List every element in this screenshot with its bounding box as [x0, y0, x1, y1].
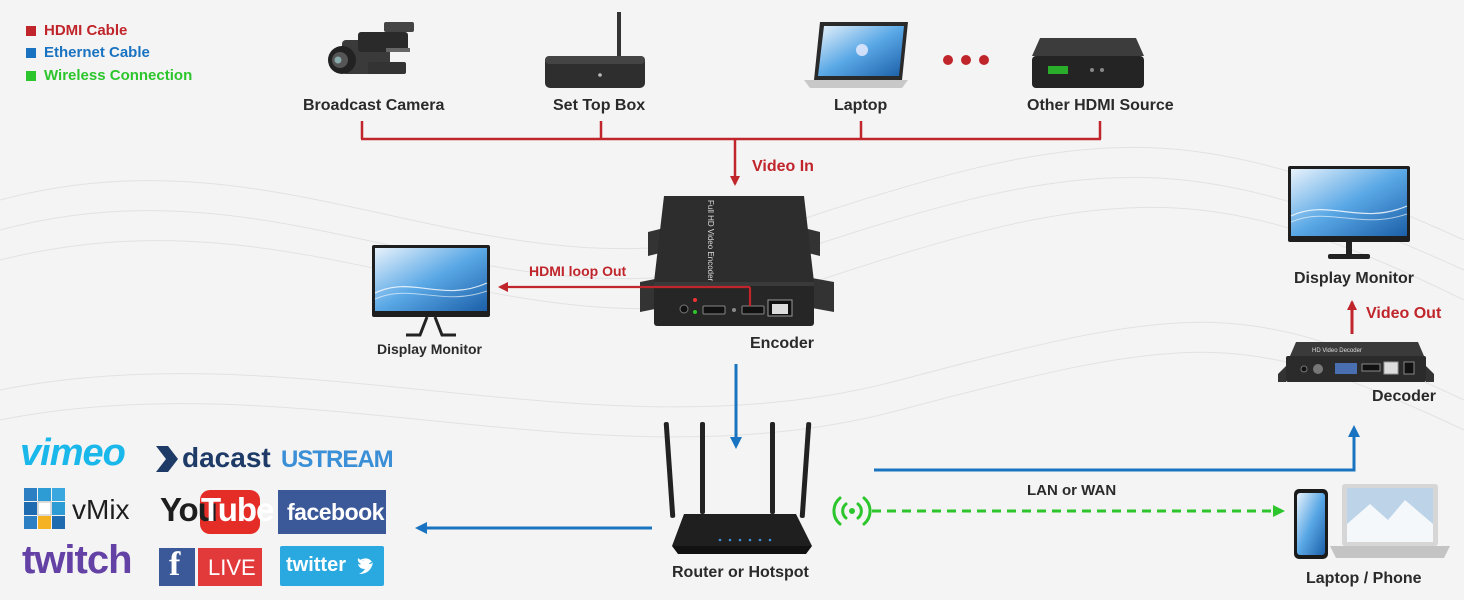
decoder-face-text: HD Video Decoder [1312, 348, 1362, 354]
legend-hdmi-swatch [26, 25, 36, 36]
label-display-monitor-left: Display Monitor [377, 341, 483, 357]
label-hdmi-loop-out: HDMI loop Out [529, 263, 627, 279]
monitor-right-icon [1288, 166, 1410, 259]
facebook-f-icon: f [169, 546, 181, 583]
vimeo-logo: vimeo [20, 432, 126, 474]
facebook-live-logo: LIVE [208, 555, 256, 580]
hdmi-loop-out-connection [498, 282, 752, 306]
label-video-in: Video In [752, 158, 814, 175]
legend-hdmi: HDMI Cable [26, 22, 127, 39]
label-broadcast-camera: Broadcast Camera [303, 97, 445, 114]
youtube-logo-tube: Tube [201, 491, 274, 528]
vmix-logo: vMix [72, 494, 130, 525]
set-top-box-icon [545, 12, 645, 88]
ustream-logo: USTREAM [281, 446, 394, 473]
twitter-badge [280, 546, 384, 586]
vmix-logo-icon [24, 488, 65, 529]
facebook-live-badge-live [198, 548, 262, 586]
phone-icon [1294, 489, 1328, 559]
wireless-signal-icon [832, 496, 872, 526]
label-set-top-box: Set Top Box [553, 97, 646, 114]
label-router: Router or Hotspot [672, 564, 809, 581]
router-icon [663, 422, 812, 554]
label-display-monitor-right: Display Monitor [1294, 270, 1415, 287]
legend-ethernet-swatch [26, 47, 36, 58]
facebook-live-badge-f [159, 548, 195, 586]
monitor-left-icon [372, 245, 490, 337]
hdmi-source-box-icon [1032, 38, 1144, 88]
label-video-out: Video Out [1366, 305, 1442, 322]
router-decoder-link [874, 425, 1360, 472]
facebook-logo: facebook [287, 499, 384, 525]
dacast-logo: dacast [182, 442, 271, 473]
encoder-face-text: Full HD Video Encoder [706, 200, 715, 282]
legend-wireless-swatch [26, 70, 36, 81]
label-other-hdmi-source: Other HDMI Source [1027, 97, 1174, 114]
dacast-mark-icon [156, 446, 178, 472]
facebook-badge [278, 490, 386, 534]
twitch-logo: twitch [22, 538, 133, 582]
label-decoder: Decoder [1372, 388, 1437, 405]
youtube-badge [200, 490, 260, 534]
legend-ethernet: Ethernet Cable [26, 44, 150, 61]
label-lan-wan: LAN or WAN [1027, 482, 1117, 499]
label-encoder: Encoder [750, 335, 815, 352]
youtube-logo-you: You [160, 491, 218, 528]
encoder-device-icon [640, 196, 834, 326]
legend-wireless-label: Wireless Connection [44, 67, 193, 84]
twitter-logo: twitter [286, 554, 346, 576]
hdmi-input-bus [360, 121, 1102, 186]
legend-wireless: Wireless Connection [26, 67, 192, 84]
ellipsis-icon [943, 55, 989, 65]
legend-hdmi-label: HDMI Cable [44, 22, 128, 39]
label-laptop: Laptop [834, 97, 888, 114]
label-laptop-phone: Laptop / Phone [1306, 570, 1422, 587]
decoder-device-icon [1278, 342, 1434, 382]
twitter-bird-icon [357, 558, 373, 574]
client-laptop-icon [1330, 484, 1450, 558]
laptop-icon [804, 22, 908, 88]
legend-ethernet-label: Ethernet Cable [44, 44, 150, 61]
broadcast-camera-icon [328, 22, 414, 74]
